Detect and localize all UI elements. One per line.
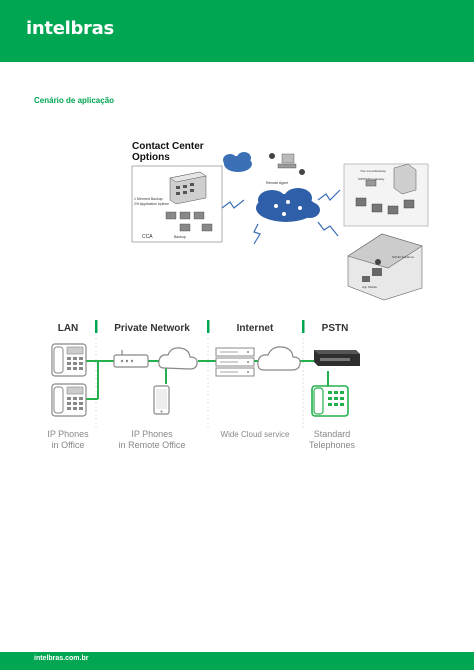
caption-internet: Wide Cloud service (221, 430, 290, 439)
server-rack-icon (215, 347, 255, 377)
column-lan: LAN (58, 323, 79, 334)
remote-agent-label: Remote Agent (266, 181, 288, 185)
caption-lan-line2: in Office (52, 440, 85, 450)
cca-mirrored-label: 1 Mirrored Backup (134, 197, 163, 201)
office-network-icon (343, 163, 429, 227)
remote-cloud-icon (223, 152, 252, 172)
section-title: Cenário de aplicação (34, 96, 115, 105)
cloud-icon (158, 347, 198, 370)
ip-phone-icon (51, 383, 87, 417)
caption-pstn-line1: Standard (314, 429, 351, 439)
internet-cloud-icon (257, 346, 301, 371)
contact-center-diagram: Contact Center Options 1 Mirrored Backup… (131, 141, 429, 301)
router-icon (113, 350, 149, 368)
caption-private-line1: IP Phones (131, 429, 173, 439)
footer-url: intelbras.com.br (34, 655, 89, 662)
cca-server-building-icon (169, 171, 207, 205)
column-private-network: Private Network (114, 323, 190, 334)
cc-title-line2: Options (132, 152, 170, 163)
standard-telephone-icon (311, 385, 349, 417)
caption-private-line2: in Remote Office (119, 440, 186, 450)
cca-uptime-label: 2% Application Uptime (134, 202, 169, 206)
soho-house-icon (347, 233, 423, 301)
cca-backup-label: Backup (174, 235, 186, 239)
remote-agent-icon (269, 153, 305, 175)
soho-label: SOHO Solutions (392, 255, 415, 259)
lightning-links (221, 189, 341, 245)
cca-label: CCA (142, 234, 153, 240)
soho-agent-label: Agt. Mobile (362, 285, 377, 289)
gateway-label: SIP/PSTN Gateway (358, 177, 385, 181)
caption-pstn-line2: Telephones (309, 440, 356, 450)
column-separators (95, 320, 305, 428)
ip-phone-icon (51, 343, 87, 377)
intelbras-logo: intelbras (26, 18, 114, 39)
caption-lan-line1: IP Phones (47, 429, 89, 439)
cca-switch-icons (165, 211, 213, 232)
main-cloud-icon (256, 188, 320, 222)
cc-title-line1: Contact Center (132, 141, 204, 152)
pstn-gateway-icon (314, 350, 360, 366)
smartphone-icon (153, 385, 170, 415)
linux-label: Your Linux/Desktop (360, 169, 386, 173)
header-bar: intelbras (0, 0, 474, 62)
column-internet: Internet (237, 323, 274, 334)
footer-bar: intelbras.com.br (0, 652, 474, 670)
column-pstn: PSTN (322, 323, 349, 334)
network-topology-diagram: LAN Private Network Internet PSTN (47, 320, 360, 450)
